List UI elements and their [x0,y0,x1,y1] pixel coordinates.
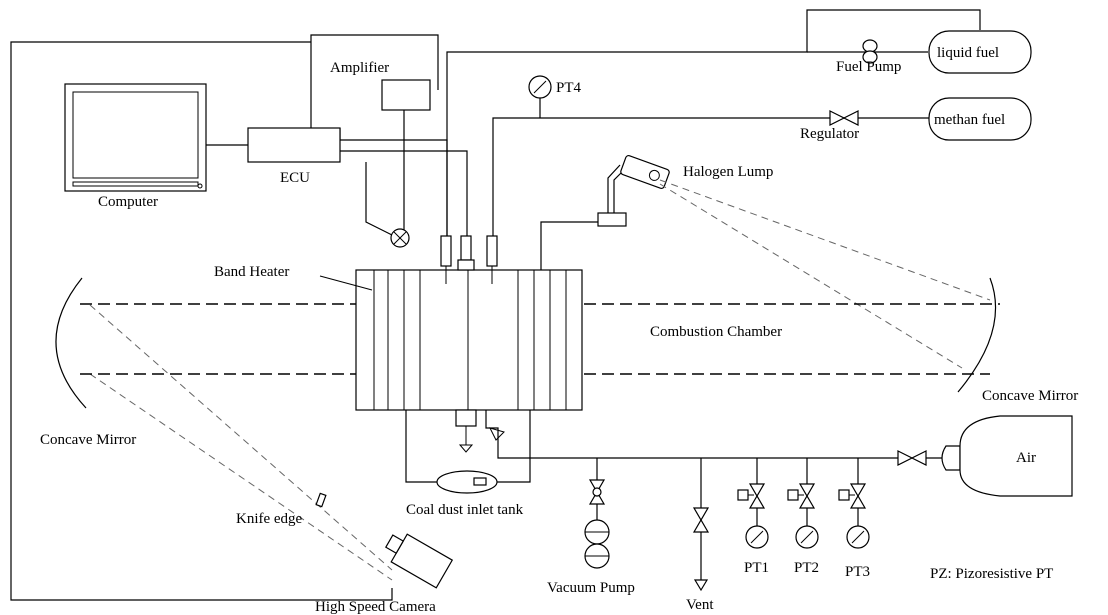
pt1-gauge-icon [745,525,769,549]
light-ray-upper [659,179,991,301]
coal-dust-inlet-tank-label: Coal dust inlet tank [406,502,524,518]
pt3-label: PT3 [845,564,870,580]
coal-dust-outlet [455,409,477,427]
ecu-injector-line-1 [339,128,448,236]
band-heater-rings [373,270,567,410]
halogen-lump-label: Halogen Lump [683,164,773,180]
ecu-injector-line-2 [340,150,468,236]
pt2-valve-icon [787,483,816,509]
coal-dust-tank-plug [473,477,487,486]
injector-icons [440,235,498,284]
vacuum-valve-icon [588,479,606,505]
computer-label: Computer [98,194,158,210]
high-speed-camera-icon [385,533,454,589]
pt2-gauge-icon [795,525,819,549]
lamp-mount-line [540,221,598,270]
vent-label: Vent [686,597,714,613]
lamp-arm [607,164,621,213]
light-ray-lower [659,183,963,369]
amplifier-label: Amplifier [330,60,389,76]
air-label: Air [1016,450,1036,466]
lamp-mount [597,212,627,227]
liquid-fuel-line [446,9,981,236]
regulator-valve-icon [829,110,859,126]
lamp-arm-2 [613,169,625,213]
ecu-box [247,127,341,163]
coal-dust-inlet-tank [436,470,498,494]
return-ray-upper [89,304,393,571]
pt1-valve-icon [737,483,766,509]
liquid-fuel-label: liquid fuel [937,45,999,61]
check-valve-icon [489,427,505,441]
return-ray-lower [89,373,393,581]
regulator-label: Regulator [800,126,859,142]
coal-tank-line-right [496,410,531,483]
ecu-amplifier-line [310,34,439,128]
knife-edge-icon [315,492,327,508]
concave-mirror-left [55,277,87,409]
amplifier-box [381,79,431,111]
liquid-fuel-tank [928,30,1032,74]
ecu-injector-line-3 [365,162,393,236]
methane-fuel-line [492,117,929,236]
pt1-label: PT1 [744,560,769,576]
pressure-sensor-x-icon [390,228,410,248]
camera-trigger-line [10,41,393,601]
ecu-label: ECU [280,170,310,186]
methane-fuel-tank [928,97,1032,141]
concave-mirror-left-label: Concave Mirror [40,432,136,448]
air-valve-icon [897,450,927,466]
vacuum-pump-icon [584,519,610,569]
pt4-label: PT4 [556,80,582,96]
knife-edge-label: Knife edge [236,511,303,527]
pt4-gauge-icon [528,75,552,99]
fuel-pump-label: Fuel Pump [836,59,901,75]
combustion-chamber-label: Combustion Chamber [650,324,782,340]
pt3-gauge-icon [846,525,870,549]
coal-tank-line-left [405,410,438,483]
pz-note-label: PZ: Pizoresistive PT [930,566,1053,582]
fuel-pump-icon [862,39,878,64]
vacuum-pump-label: Vacuum Pump [547,580,635,596]
concave-mirror-right [957,277,997,393]
pt2-label: PT2 [794,560,819,576]
combustion-chamber-body [355,269,583,411]
air-supply-pipe [485,410,898,459]
air-tank-neck [941,445,961,471]
methan-fuel-label: methan fuel [934,112,1005,128]
computer-monitor [64,83,207,192]
band-heater-label: Band Heater [214,264,289,280]
band-heater-leader [319,275,373,291]
air-tank [959,415,1073,497]
halogen-lamp-icon [620,154,670,190]
vent-valve-icon [692,507,710,533]
vent-arrow-icon [693,579,709,592]
coal-dust-nozzle-icon [458,444,474,453]
concave-mirror-right-label: Concave Mirror [982,388,1078,404]
pt3-valve-icon [838,483,867,509]
high-speed-camera-label: High Speed Camera [315,599,436,615]
